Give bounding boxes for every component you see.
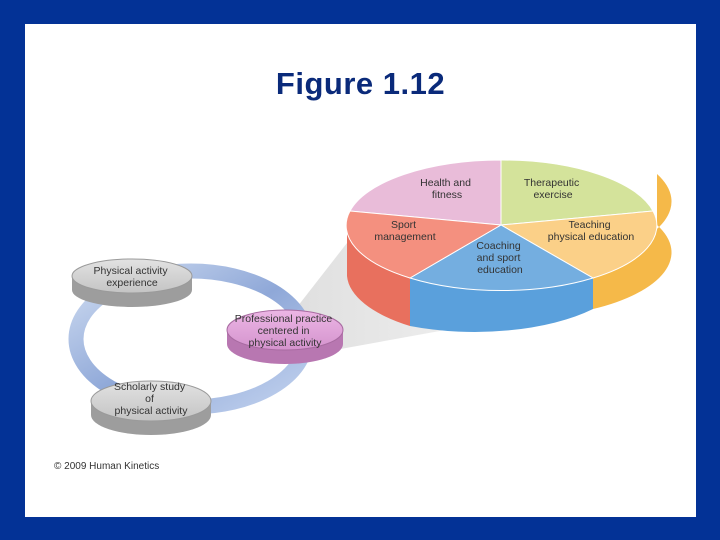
pie-slice-therapeutic (500, 159, 654, 226)
svg-text:Scholarly study of: Scholarly study of physical activity (114, 381, 188, 417)
label-sport-management-line1: Sport (391, 219, 416, 231)
svg-text:Physical activity expe: Physical activity experience (93, 265, 170, 289)
label-teaching-line2: physical education (548, 231, 635, 243)
svg-text:Sport management: Sport management (374, 219, 435, 243)
label-scholarly-line2: of (145, 393, 154, 405)
disk-professional-practice: Professional practice centered in physic… (226, 309, 344, 364)
label-scholarly-line1: Scholarly study (114, 381, 186, 393)
svg-text:Coaching and sport: Coaching and sport education (476, 240, 523, 276)
label-health-line1: Health and (420, 177, 471, 189)
pie-side-teaching (593, 174, 672, 309)
label-professional-line1: Professional practice (235, 313, 333, 325)
pie-side-sport-management (347, 225, 410, 326)
svg-text:Teaching physical educ: Teaching physical education (548, 219, 635, 243)
disk-physical-activity-experience: Physical activity experience (71, 258, 193, 307)
slide-title: Figure 1.12 (275, 66, 446, 101)
pie-slice-teaching (499, 210, 658, 279)
label-therapeutic-line1: Therapeutic (524, 177, 579, 189)
professions-pie: Health and fitness Therapeutic exercise … (345, 159, 672, 332)
label-physical-activity-line1: Physical activity (93, 265, 168, 277)
label-scholarly-line3: physical activity (115, 405, 189, 417)
pie-slice-health-fitness (349, 159, 502, 226)
copyright-notice: © 2009 Human Kinetics (54, 461, 160, 472)
label-health-line2: fitness (432, 189, 462, 201)
svg-text:Health and fitness: Health and fitness (420, 177, 474, 201)
label-therapeutic-line2: exercise (533, 189, 572, 201)
label-coaching-line3: education (477, 264, 523, 276)
slide: Figure 1.12 (25, 24, 696, 517)
professions-diagram: Physical activity experience Scholarly s… (68, 159, 672, 435)
label-professional-line2: centered in (258, 325, 310, 337)
disk-scholarly-study: Scholarly study of physical activity (90, 380, 212, 435)
label-physical-activity-line2: experience (106, 277, 158, 289)
svg-text:Therapeutic exercise: Therapeutic exercise (524, 177, 582, 201)
label-coaching-line2: and sport (477, 252, 521, 264)
svg-text:Professional practice: Professional practice centered in physic… (235, 313, 335, 349)
label-sport-management-line2: management (374, 231, 435, 243)
label-professional-line3: physical activity (249, 337, 323, 349)
pie-slice-coaching (408, 224, 595, 291)
pie-slice-sport-management (345, 210, 503, 279)
label-coaching-line1: Coaching (476, 240, 521, 252)
label-teaching-line1: Teaching (569, 219, 611, 231)
